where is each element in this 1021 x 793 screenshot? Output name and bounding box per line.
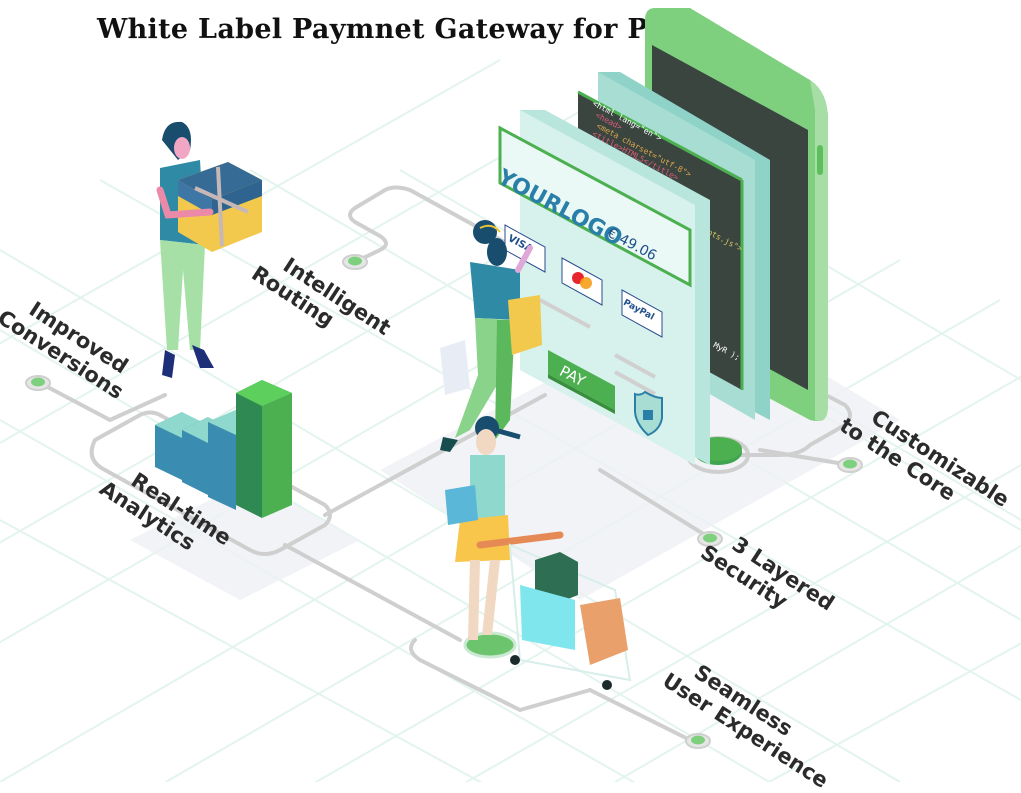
mastercard-card[interactable] xyxy=(562,258,602,305)
lock-shield-icon xyxy=(635,392,663,436)
checkout-card xyxy=(498,110,710,465)
page-title: White Label Paymnet Gateway for PSP xyxy=(97,14,689,45)
